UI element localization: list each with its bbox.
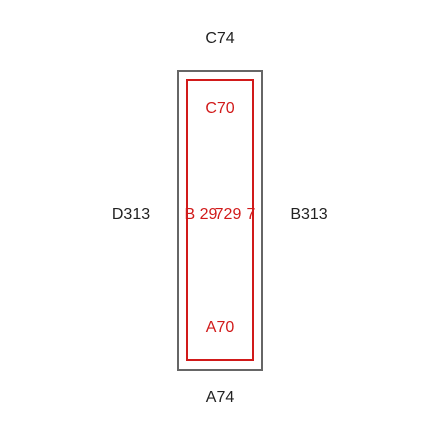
inner-left-label: B 29 — [184, 206, 218, 223]
outer-top-label: C74 — [205, 30, 235, 47]
inner-frame — [186, 79, 254, 361]
inner-top-label: C70 — [205, 100, 235, 117]
inner-bottom-label: A70 — [205, 319, 235, 336]
outer-right-label: B313 — [290, 206, 328, 223]
inner-right-label: 7 — [246, 206, 256, 223]
outer-bottom-label: A74 — [205, 389, 235, 406]
inner-center-label: 729 — [214, 206, 242, 223]
outer-left-label: D313 — [111, 206, 151, 223]
outer-frame — [177, 70, 263, 371]
